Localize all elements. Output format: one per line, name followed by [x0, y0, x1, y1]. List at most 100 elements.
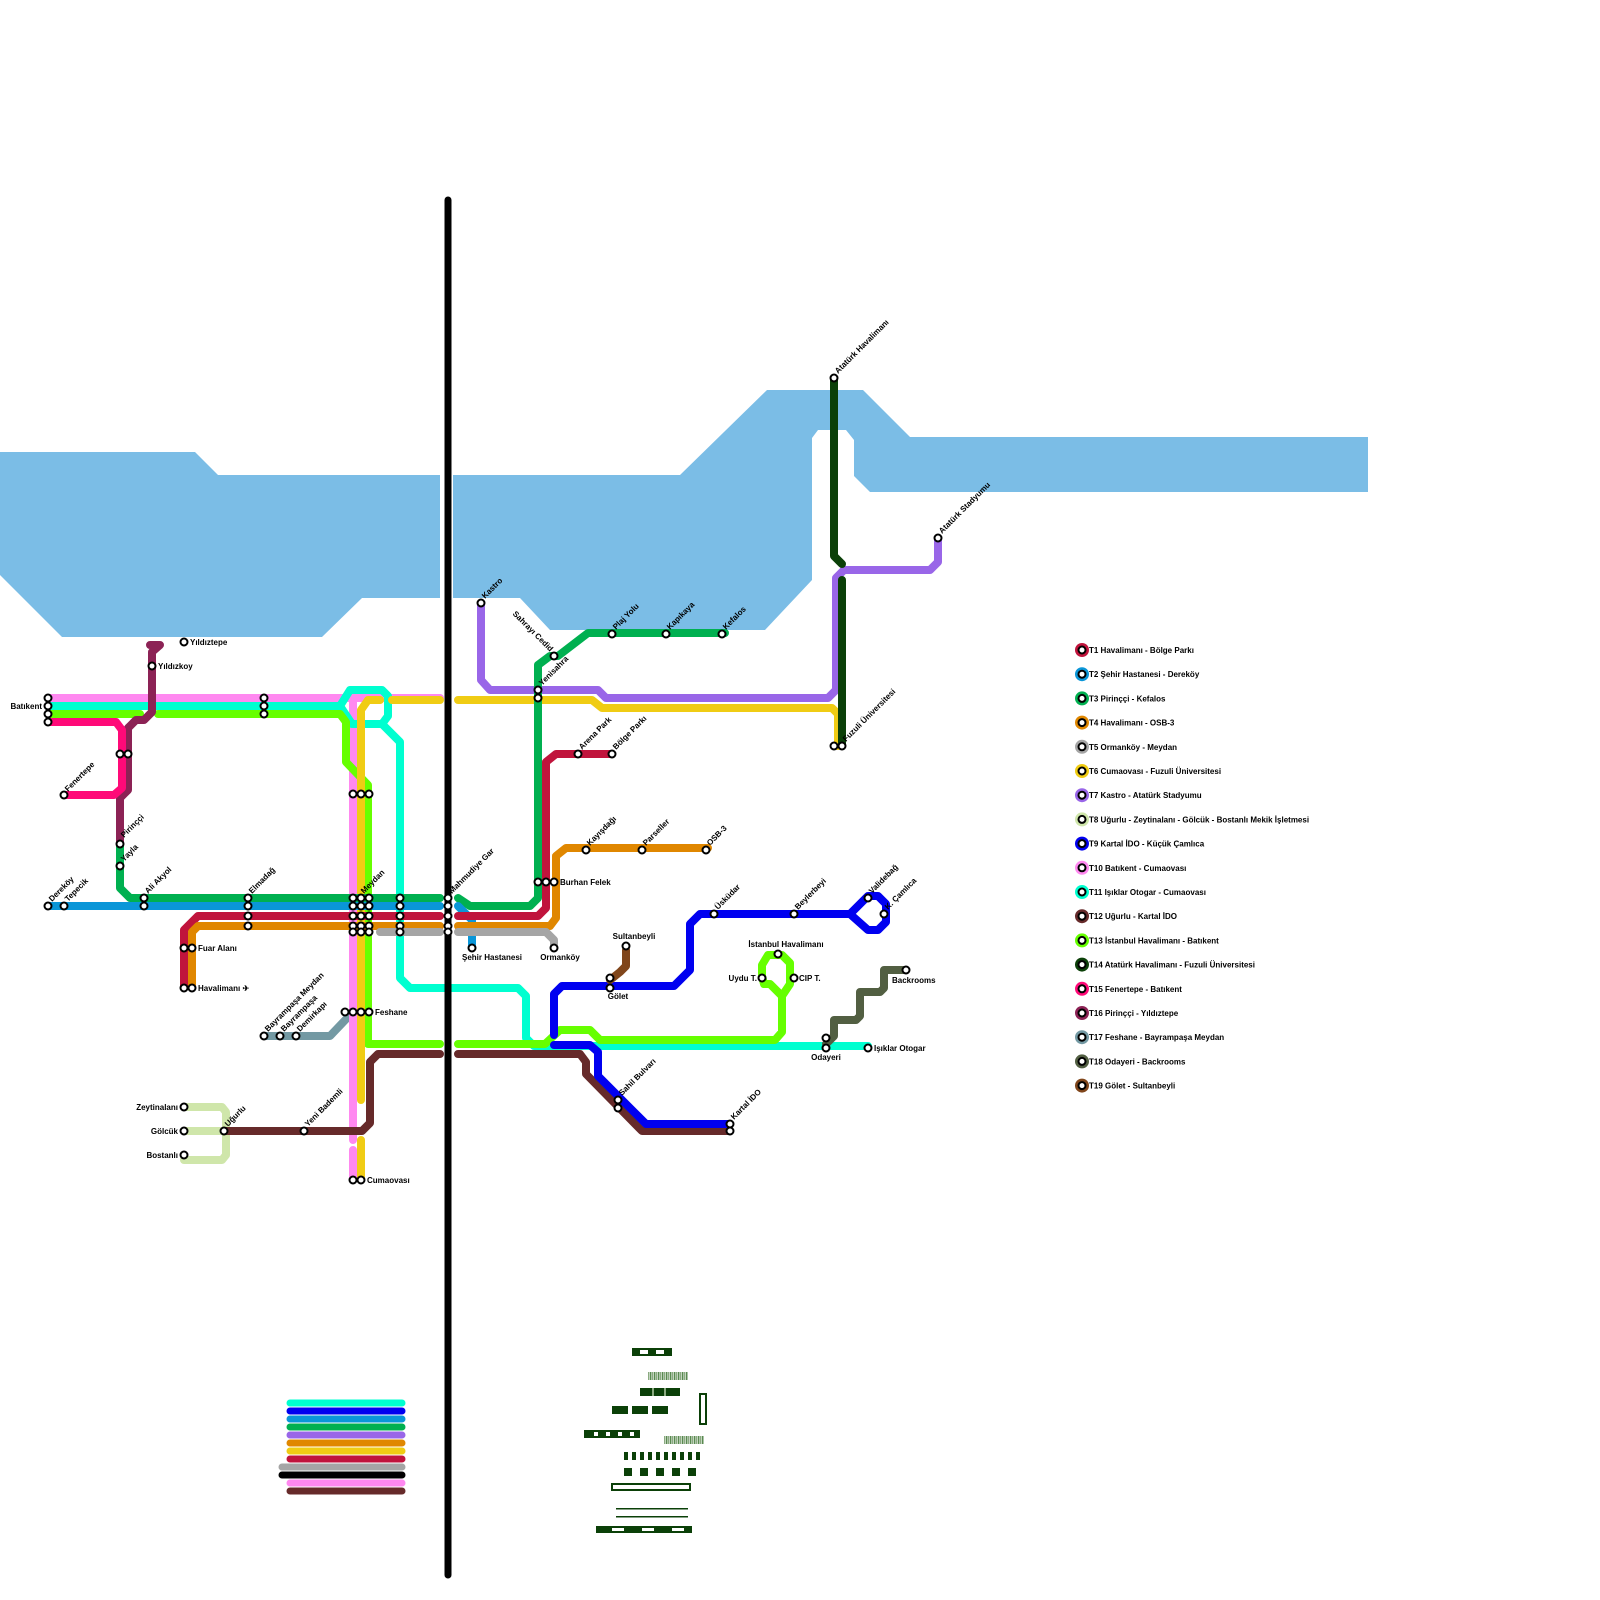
station-marker[interactable]	[757, 973, 767, 983]
station-marker[interactable]	[179, 1126, 189, 1136]
station-marker[interactable]	[709, 909, 719, 919]
station-marker[interactable]	[364, 901, 374, 911]
legend-item-t18[interactable]: T18 Odayeri - Backrooms	[1075, 1054, 1186, 1069]
station-marker[interactable]	[187, 983, 197, 993]
legend-item-t16[interactable]: T16 Pirinççi - Yıldıztepe	[1075, 1006, 1179, 1020]
station-marker[interactable]	[179, 1150, 189, 1160]
legend-item-t2[interactable]: T2 Şehir Hastanesi - Dereköy	[1075, 667, 1200, 682]
station-marker[interactable]	[533, 685, 543, 695]
station-marker[interactable]	[549, 651, 559, 661]
line-t14[interactable]	[830, 374, 846, 750]
station-marker[interactable]	[443, 893, 453, 903]
line-t13[interactable]	[44, 710, 794, 1048]
line-t1[interactable]	[180, 750, 616, 992]
station-marker[interactable]	[348, 927, 358, 937]
station-marker[interactable]	[717, 629, 727, 639]
station-marker[interactable]	[364, 911, 374, 921]
station-marker[interactable]	[879, 909, 889, 919]
station-marker[interactable]	[139, 893, 149, 903]
station-marker[interactable]	[179, 1102, 189, 1112]
station-marker[interactable]	[395, 911, 405, 921]
station-marker[interactable]	[933, 533, 943, 543]
station-marker[interactable]	[348, 789, 358, 799]
line-t12[interactable]	[220, 1050, 734, 1135]
station-marker[interactable]	[863, 893, 873, 903]
station-marker[interactable]	[348, 893, 358, 903]
station-marker[interactable]	[443, 901, 453, 911]
legend-item-t1[interactable]: T1 Havalimanı - Bölge Parkı	[1075, 643, 1194, 657]
station-marker[interactable]	[821, 1043, 831, 1053]
station-marker[interactable]	[179, 943, 189, 953]
station-marker[interactable]	[395, 901, 405, 911]
station-marker[interactable]	[139, 901, 149, 911]
line-t3[interactable]	[116, 629, 729, 910]
station-marker[interactable]	[533, 693, 543, 703]
line-t16[interactable]	[116, 641, 164, 848]
station-marker[interactable]	[243, 893, 253, 903]
line-t19[interactable]	[606, 946, 630, 984]
station-marker[interactable]	[789, 909, 799, 919]
station-marker[interactable]	[829, 373, 839, 383]
legend-item-t13[interactable]: T13 İstanbul Havalimanı - Batıkent	[1075, 933, 1219, 948]
line-t15[interactable]	[44, 718, 126, 799]
station-marker[interactable]	[613, 1095, 623, 1105]
station-marker[interactable]	[541, 877, 551, 887]
station-marker[interactable]	[243, 901, 253, 911]
station-marker[interactable]	[621, 941, 631, 951]
legend-item-t11[interactable]: T11 Işıklar Otogar - Cumaovası	[1075, 885, 1206, 899]
station-marker[interactable]	[43, 709, 53, 719]
station-marker[interactable]	[259, 693, 269, 703]
legend-item-t17[interactable]: T17 Feshane - Bayrampaşa Meydan	[1075, 1030, 1224, 1045]
station-marker[interactable]	[115, 839, 125, 849]
station-marker[interactable]	[179, 637, 189, 647]
line-t11[interactable]	[44, 686, 872, 1050]
station-marker[interactable]	[59, 790, 69, 800]
station-marker[interactable]	[356, 911, 366, 921]
station-marker[interactable]	[59, 901, 69, 911]
station-marker[interactable]	[356, 893, 366, 903]
legend-item-t14[interactable]: T14 Atatürk Havalimanı - Fuzuli Üniversi…	[1075, 957, 1255, 972]
station-marker[interactable]	[725, 1126, 735, 1136]
station-marker[interactable]	[661, 629, 671, 639]
station-marker[interactable]	[356, 927, 366, 937]
station-marker[interactable]	[773, 949, 783, 959]
line-t7[interactable]	[477, 536, 942, 702]
station-marker[interactable]	[147, 661, 157, 671]
legend-item-t9[interactable]: T9 Kartal İDO - Küçük Çamlıca	[1075, 836, 1205, 851]
station-marker[interactable]	[43, 901, 53, 911]
station-marker[interactable]	[607, 629, 617, 639]
station-marker[interactable]	[348, 1175, 358, 1185]
station-marker[interactable]	[356, 901, 366, 911]
legend-item-t15[interactable]: T15 Fenertepe - Batıkent	[1075, 981, 1182, 996]
legend-item-t6[interactable]: T6 Cumaovası - Fuzuli Üniversitesi	[1075, 764, 1221, 778]
station-marker[interactable]	[533, 877, 543, 887]
station-marker[interactable]	[476, 598, 486, 608]
station-marker[interactable]	[467, 943, 477, 953]
station-marker[interactable]	[581, 845, 591, 855]
station-marker[interactable]	[443, 911, 453, 921]
station-marker[interactable]	[43, 693, 53, 703]
station-marker[interactable]	[43, 717, 53, 727]
station-marker[interactable]	[789, 973, 799, 983]
station-marker[interactable]	[821, 1033, 831, 1043]
line-t10[interactable]	[44, 694, 444, 1184]
station-marker[interactable]	[549, 877, 559, 887]
station-marker[interactable]	[395, 927, 405, 937]
legend-item-t3[interactable]: T3 Pirinççi - Kefalos	[1075, 691, 1166, 706]
station-marker[interactable]	[259, 1031, 269, 1041]
station-marker[interactable]	[829, 741, 839, 751]
station-marker[interactable]	[356, 1007, 366, 1017]
station-marker[interactable]	[243, 911, 253, 921]
station-marker[interactable]	[443, 927, 453, 937]
station-marker[interactable]	[259, 701, 269, 711]
line-t18[interactable]	[822, 966, 910, 1048]
station-marker[interactable]	[340, 1007, 350, 1017]
station-marker[interactable]	[123, 749, 133, 759]
line-t6[interactable]	[357, 696, 842, 1184]
station-marker[interactable]	[115, 749, 125, 759]
station-marker[interactable]	[607, 749, 617, 759]
legend-item-t10[interactable]: T10 Batıkent - Cumaovası	[1075, 860, 1186, 875]
legend-item-t8[interactable]: T8 Uğurlu - Zeytinalanı - Gölcük - Bosta…	[1075, 812, 1309, 827]
station-marker[interactable]	[43, 701, 53, 711]
station-marker[interactable]	[299, 1126, 309, 1136]
